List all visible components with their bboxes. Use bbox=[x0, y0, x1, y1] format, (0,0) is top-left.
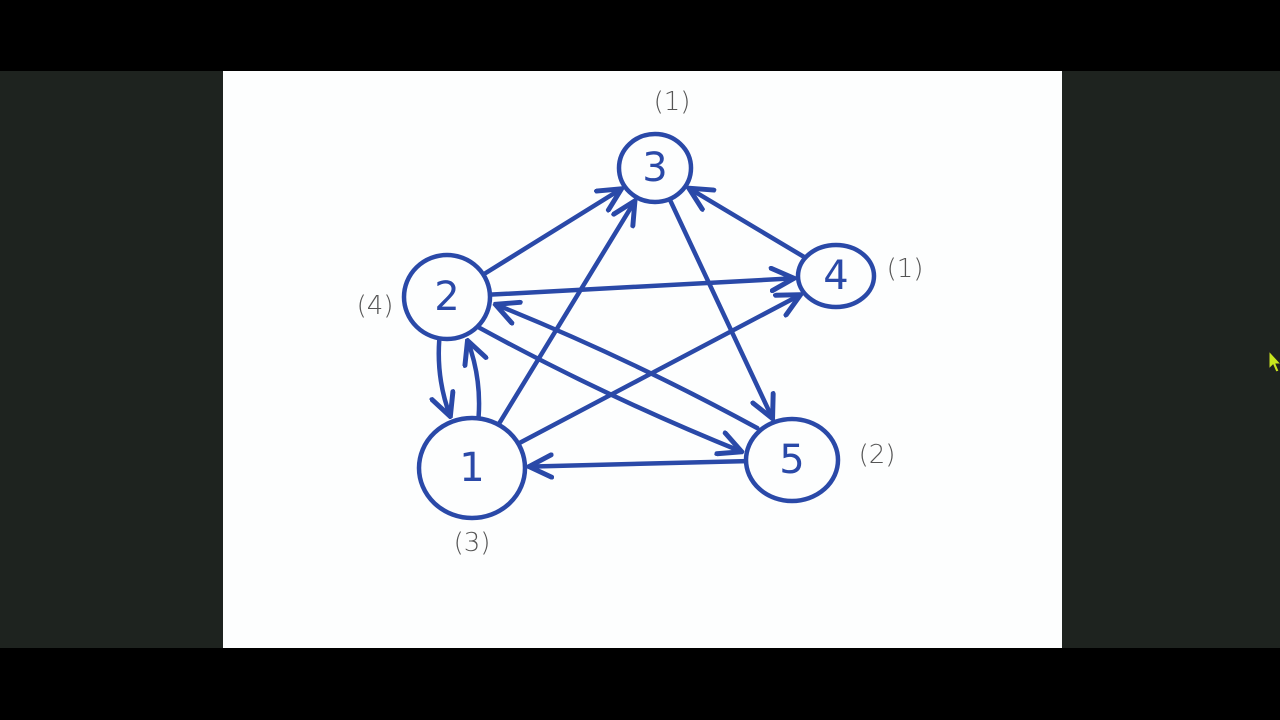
edge-2-to-3 bbox=[481, 189, 621, 277]
node-circle bbox=[743, 416, 841, 504]
node-label: 2 bbox=[434, 274, 459, 320]
node-annotation: (1) bbox=[654, 87, 691, 117]
node-label: 3 bbox=[642, 145, 667, 191]
node-5: 5 (2) bbox=[743, 416, 896, 504]
edge-1-to-3 bbox=[496, 201, 635, 427]
node-annotation: (4) bbox=[357, 291, 394, 321]
node-circle bbox=[416, 415, 528, 521]
node-circle bbox=[795, 242, 877, 310]
node-4: 4 (1) bbox=[795, 242, 924, 310]
node-circle bbox=[401, 252, 493, 342]
node-annotation: (1) bbox=[887, 254, 924, 284]
node-annotation: (3) bbox=[454, 528, 491, 558]
edge-2-to-4 bbox=[487, 278, 794, 297]
node-1: 1 (3) bbox=[416, 415, 528, 558]
node-label: 5 bbox=[779, 437, 804, 483]
node-2: 2 (4) bbox=[357, 252, 493, 342]
edge-5-to-2 bbox=[495, 304, 760, 431]
node-3: 3 (1) bbox=[616, 87, 694, 205]
edge-3-to-5 bbox=[667, 196, 773, 418]
mouse-cursor-icon bbox=[1268, 350, 1280, 373]
slide-canvas: 1 (3) 2 (4) 3 (1) 4 (1) 5 (2) bbox=[223, 71, 1062, 648]
edge-5-to-1 bbox=[529, 461, 749, 466]
node-label: 1 bbox=[459, 445, 484, 491]
edge-2-to-5 bbox=[477, 325, 742, 452]
edge-2-to-1 bbox=[439, 338, 451, 417]
directed-graph: 1 (3) 2 (4) 3 (1) 4 (1) 5 (2) bbox=[357, 87, 924, 558]
node-annotation: (2) bbox=[859, 440, 896, 470]
node-label: 4 bbox=[823, 253, 848, 299]
node-circle bbox=[616, 131, 694, 205]
edge-1-to-4 bbox=[516, 295, 800, 446]
edge-4-to-3 bbox=[689, 188, 808, 260]
edge-1-to-2 bbox=[468, 341, 480, 419]
